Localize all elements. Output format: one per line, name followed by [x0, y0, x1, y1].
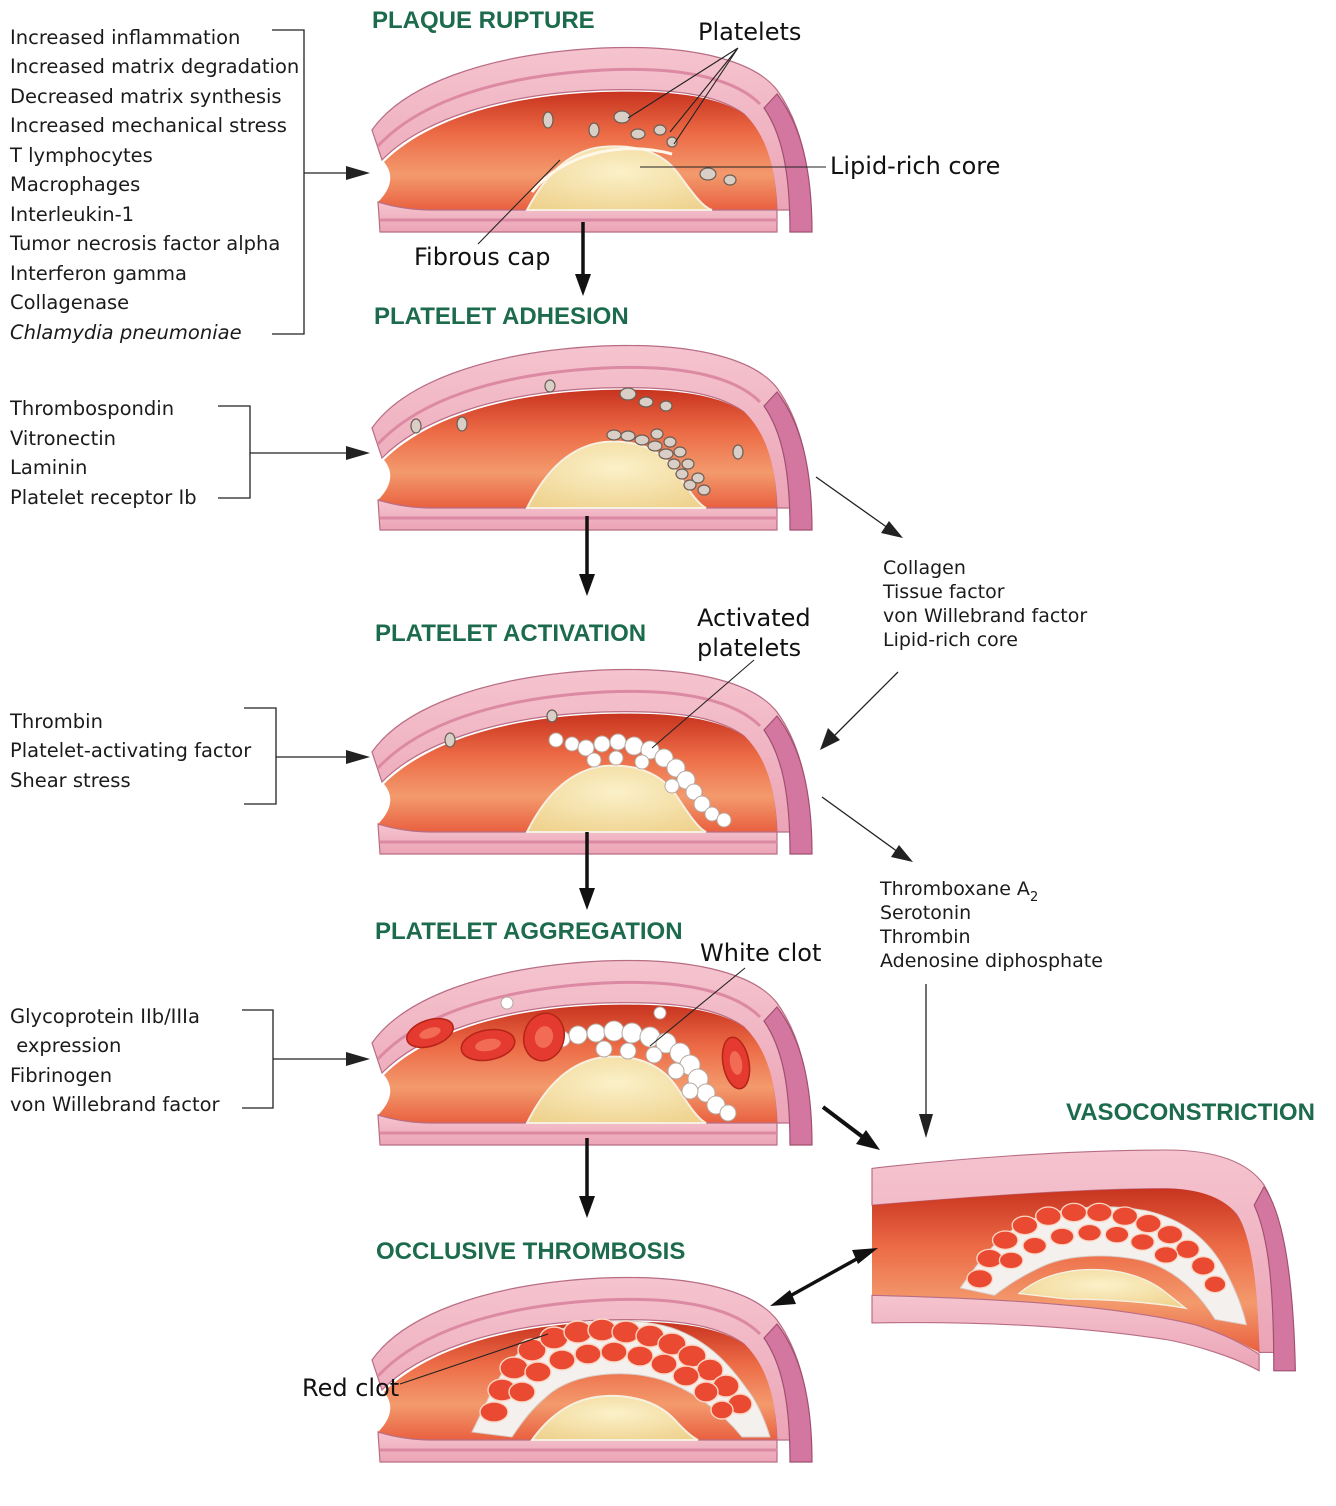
red-clot-label: Red clot	[302, 1374, 399, 1402]
factor-item: Macrophages	[10, 173, 140, 196]
aggregation-bracket	[242, 1010, 273, 1108]
factor-item: von Willebrand factor	[883, 605, 1087, 627]
factor-item: Thrombin	[879, 926, 971, 948]
factor-item: Collagenase	[10, 291, 129, 314]
factor-item: Decreased matrix synthesis	[10, 85, 282, 108]
down-arrow-4-head	[579, 1196, 595, 1218]
factor-item: Fibrinogen	[10, 1064, 112, 1087]
exposed-factors-arrowhead-out	[820, 728, 840, 750]
down-arrow-1-head	[575, 274, 591, 296]
released-factors-arrowhead-in	[891, 845, 913, 862]
down-arrow-2-head	[579, 574, 595, 596]
aggregation-input-arrowhead	[346, 1052, 370, 1066]
activated-platelets-label-line2: platelets	[697, 634, 801, 662]
bidirectional-arrowhead-left	[770, 1290, 796, 1306]
adhesion-input-arrowhead	[346, 446, 370, 460]
factor-item: Glycoprotein IIb/IIIa	[10, 1005, 200, 1028]
vessel-plaque-rupture	[372, 47, 812, 232]
vessel-vasoconstriction	[872, 1150, 1295, 1371]
rupture-input-arrowhead	[346, 166, 370, 180]
bidirectional-arrow-line	[790, 1256, 862, 1296]
white-clot-label: White clot	[700, 939, 821, 967]
exposed-factors-arrow-in	[816, 477, 888, 528]
factor-item: von Willebrand factor	[10, 1093, 221, 1116]
factor-item: Platelet receptor Ib	[10, 486, 197, 509]
stage-title-occlusive-thrombosis: OCCLUSIVE THROMBOSIS	[376, 1238, 685, 1265]
factor-item: Adenosine diphosphate	[880, 950, 1103, 972]
factor-item: Interleukin-1	[10, 203, 134, 226]
factor-item: Lipid-rich core	[883, 629, 1018, 651]
factor-item: Interferon gamma	[10, 262, 187, 285]
fibrous-cap-label: Fibrous cap	[414, 243, 550, 271]
released-factors-arrowhead-out	[919, 1114, 933, 1138]
factor-item: Tissue factor	[882, 581, 1005, 603]
aggregation-factor-list: Glycoprotein IIb/IIIa expression Fibrino…	[10, 1005, 221, 1116]
rupture-factor-list: Increased inflammation Increased matrix …	[9, 26, 299, 344]
factor-item: Chlamydia pneumoniae	[10, 321, 242, 344]
vessel-platelet-aggregation	[372, 960, 812, 1145]
factor-item: Thrombin	[9, 710, 103, 733]
factor-item: Vitronectin	[10, 427, 116, 450]
released-factor-list: Thromboxane A2 Serotonin Thrombin Adenos…	[879, 878, 1103, 972]
factor-item: Tumor necrosis factor alpha	[9, 232, 280, 255]
activation-input-arrowhead	[346, 750, 370, 764]
down-arrow-3-head	[579, 888, 595, 910]
factor-item: Serotonin	[880, 902, 971, 924]
to-vasoconstriction-arrow	[823, 1107, 864, 1138]
factor-item: Increased mechanical stress	[10, 114, 287, 137]
stage-title-platelet-adhesion: PLATELET ADHESION	[374, 303, 629, 330]
stage-title-platelet-activation: PLATELET ACTIVATION	[375, 620, 646, 647]
factor-item: Collagen	[883, 557, 966, 579]
activation-factor-list: Thrombin Platelet-activating factor Shea…	[9, 710, 252, 792]
activated-platelets-label-line1: Activated	[697, 604, 811, 632]
stage-title-platelet-aggregation: PLATELET AGGREGATION	[375, 918, 683, 945]
exposed-factor-list: Collagen Tissue factor von Willebrand fa…	[882, 557, 1087, 651]
exposed-factors-arrow-out	[834, 672, 898, 736]
factor-item: Shear stress	[10, 769, 131, 792]
vessel-platelet-adhesion	[372, 345, 812, 530]
vessel-platelet-activation	[372, 669, 812, 854]
exposed-factors-arrowhead-in	[881, 521, 903, 538]
stage-title-vasoconstriction: VASOCONSTRICTION	[1066, 1099, 1315, 1126]
lipid-rich-core-label: Lipid-rich core	[830, 152, 1000, 180]
stage-title-plaque-rupture: PLAQUE RUPTURE	[372, 7, 595, 34]
factor-item: Laminin	[10, 456, 87, 479]
factor-item-thromboxane: Thromboxane A2	[879, 878, 1038, 905]
vessel-occlusive-thrombosis	[372, 1277, 812, 1462]
factor-item: Increased matrix degradation	[10, 55, 299, 78]
factor-item: Increased inflammation	[10, 26, 240, 49]
adhesion-factor-list: Thrombospondin Vitronectin Laminin Plate…	[9, 397, 197, 509]
factor-item: Platelet-activating factor	[10, 739, 252, 762]
factor-item: expression	[10, 1034, 121, 1057]
adhesion-bracket	[218, 406, 250, 498]
platelets-label: Platelets	[698, 18, 801, 46]
factor-item: T lymphocytes	[9, 144, 153, 167]
factor-item: Thrombospondin	[9, 397, 174, 420]
released-factors-arrow-in	[822, 797, 898, 852]
